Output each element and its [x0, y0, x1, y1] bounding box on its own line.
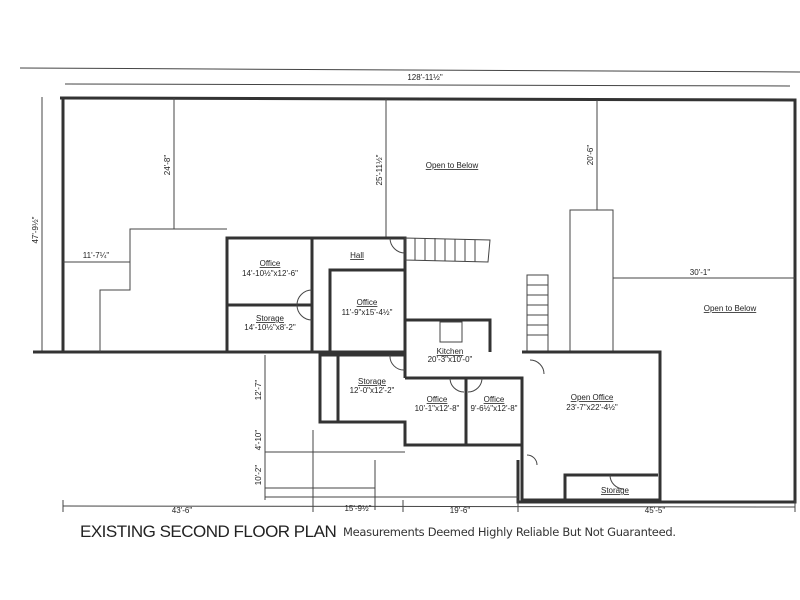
office-2-name: Office	[357, 298, 378, 307]
open-to-below-2: Open to Below	[704, 304, 757, 313]
dim-4-10: 4'-10"	[254, 430, 263, 451]
dim-12-7: 12'-7"	[254, 380, 263, 401]
kitchen-counter	[439, 321, 463, 343]
upper-room-walls	[227, 236, 407, 354]
office-2-size: 11'-9"x15'-4½"	[342, 308, 393, 317]
stepped-block	[99, 228, 227, 352]
dim-24-8: 24'-8"	[163, 155, 172, 176]
open-to-below-1: Open to Below	[426, 161, 479, 170]
storage-3-name: Storage	[601, 486, 630, 495]
overall-width-dim-line	[64, 83, 791, 87]
storage-2-size: 12'-0"x12'-2"	[350, 386, 395, 395]
office-3-name: Office	[427, 395, 448, 404]
wall	[405, 318, 492, 352]
door-swing	[389, 237, 406, 254]
storage-2-name: Storage	[358, 377, 387, 386]
top-border-line	[19, 67, 800, 73]
overall-depth-label: 47'-9½"	[31, 216, 40, 243]
plan-title: EXISTING SECOND FLOOR PLAN	[80, 522, 337, 541]
bottom-dim-line	[62, 505, 796, 508]
dim-25-11: 25'-11½"	[375, 154, 384, 185]
dim-30-1: 30'-1"	[690, 268, 711, 277]
kitchen-name: Kitchen	[437, 347, 464, 356]
stairs-2	[526, 274, 549, 353]
storage-walls	[563, 473, 658, 500]
office-3-size: 10'-1"x12'-8"	[415, 404, 460, 413]
dim-20-6: 20'-6"	[586, 145, 595, 166]
bottom-dim-ticks	[62, 500, 796, 512]
open-office-size: 23'-7"x22'-4½"	[566, 403, 618, 412]
disclaimer: Measurements Deemed Highly Reliable But …	[343, 525, 676, 539]
stair-treads	[414, 238, 476, 262]
wall	[328, 268, 405, 352]
open-office-walls	[520, 350, 662, 502]
door-swings	[389, 354, 483, 393]
dim-11-7: 11'-7¼"	[83, 251, 110, 260]
storage-1-size: 14'-10½"x8'-2"	[244, 323, 296, 332]
office-1-name: Office	[260, 259, 281, 268]
hall-name: Hall	[350, 251, 364, 260]
open-office-name: Open Office	[571, 393, 614, 402]
door-swing	[296, 289, 313, 321]
overall-width-label: 128'-11½"	[407, 73, 443, 82]
dim-43-6: 43'-6"	[172, 506, 193, 515]
kitchen-size: 20'-3"x10'-0"	[428, 355, 473, 364]
wall	[318, 352, 524, 447]
dim-19-6: 19'-6"	[450, 506, 471, 515]
storage-1-name: Storage	[256, 314, 285, 323]
stair-treads-2	[527, 284, 548, 336]
wall	[320, 353, 407, 378]
office-1-size: 14'-10½"x12'-6"	[242, 269, 298, 278]
shaft	[569, 209, 614, 353]
dim-45-5: 45'-5"	[645, 506, 666, 515]
office-storage-walls	[225, 236, 314, 354]
dim-10-2: 10'-2"	[254, 465, 263, 486]
stairs	[404, 237, 491, 263]
office-4-size: 9'-6½"x12'-8"	[471, 404, 518, 413]
door-swings-2	[526, 359, 625, 490]
dim-15-9: 15'-9½"	[344, 504, 371, 513]
office-4-name: Office	[484, 395, 505, 404]
